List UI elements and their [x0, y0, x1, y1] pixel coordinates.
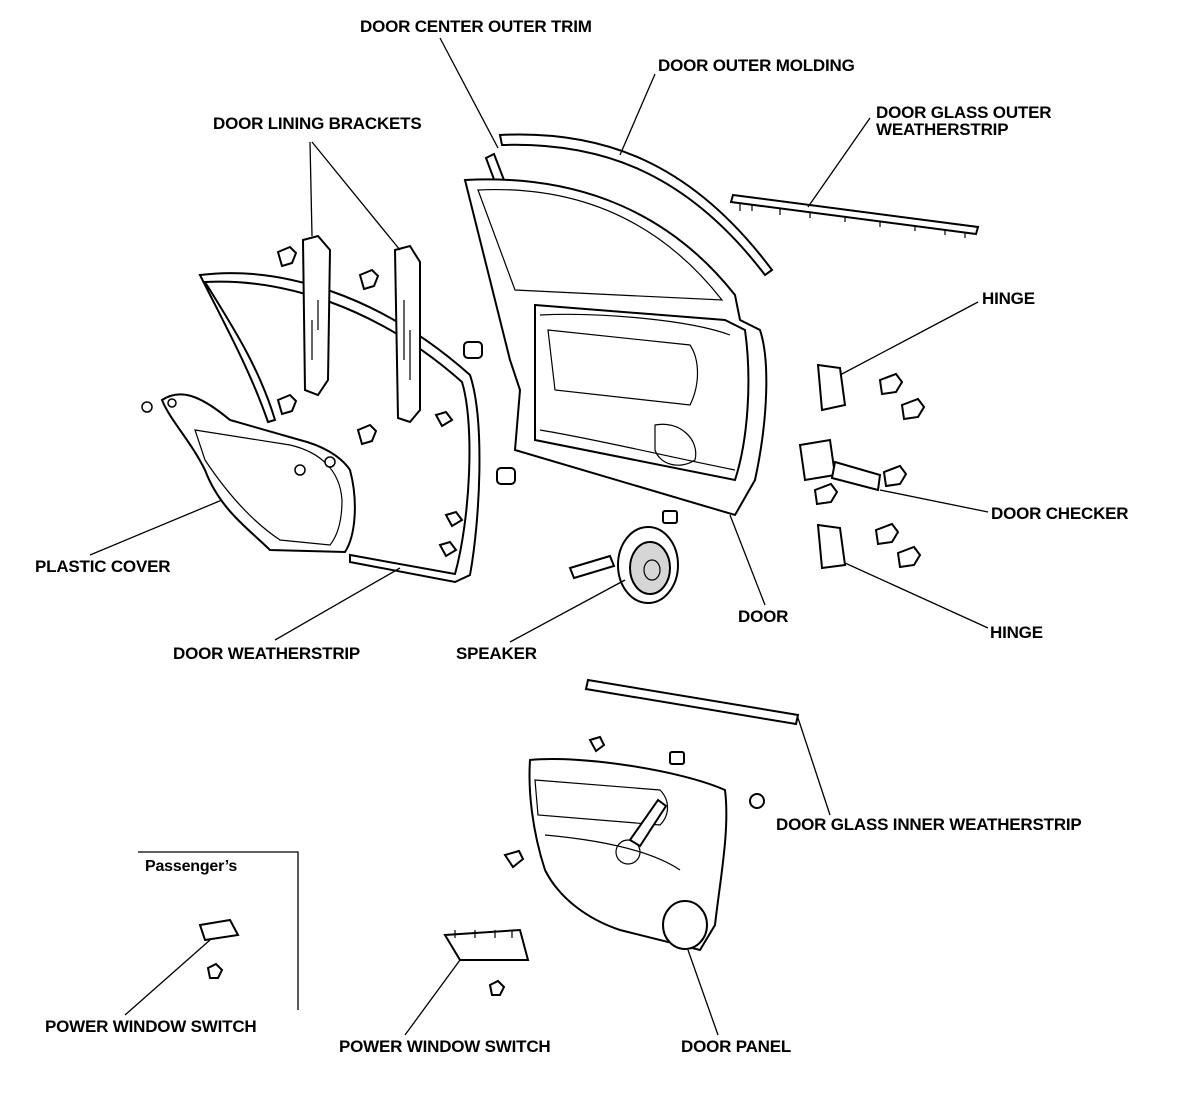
hinge-lower-part [816, 522, 922, 570]
label-door-checker: DOOR CHECKER [991, 504, 1129, 523]
power-window-switch-driver-part [443, 928, 530, 996]
passenger-box [138, 851, 299, 1010]
label-power-window-switch-passenger: POWER WINDOW SWITCH [45, 1017, 257, 1036]
plastic-cover [141, 393, 356, 554]
door-glass-inner-weatherstrip [584, 678, 800, 726]
door-panel-part [503, 735, 765, 952]
hinge-upper-part [816, 363, 926, 421]
label-door-glass-outer-weatherstrip-line2: WEATHERSTRIP [876, 120, 1009, 139]
label-speaker: SPEAKER [456, 644, 537, 663]
door-outer-molding [498, 133, 774, 277]
label-power-window-switch-driver: POWER WINDOW SWITCH [339, 1037, 551, 1056]
door-shell [463, 178, 768, 517]
label-door: DOOR [738, 607, 789, 626]
label-hinge-lower: HINGE [990, 623, 1043, 642]
label-door-glass-outer-weatherstrip-line1: DOOR GLASS OUTER [876, 103, 1052, 122]
label-hinge-upper: HINGE [982, 289, 1035, 308]
door-weatherstrip [198, 272, 481, 584]
speaker-part [568, 526, 679, 604]
label-door-outer-molding: DOOR OUTER MOLDING [658, 56, 855, 75]
label-door-center-outer-trim: DOOR CENTER OUTER TRIM [360, 17, 592, 36]
door-glass-outer-weatherstrip [729, 193, 980, 238]
label-door-lining-brackets: DOOR LINING BRACKETS [213, 114, 422, 133]
door-checker-part [798, 438, 908, 506]
label-door-panel: DOOR PANEL [681, 1037, 792, 1056]
label-door-weatherstrip: DOOR WEATHERSTRIP [173, 644, 361, 663]
door-lining-brackets [276, 234, 421, 446]
clips [434, 341, 678, 558]
label-door-glass-inner-weatherstrip: DOOR GLASS INNER WEATHERSTRIP [776, 815, 1082, 834]
label-passengers: Passenger’s [145, 858, 238, 875]
leader-lines [89, 37, 989, 1036]
label-plastic-cover: PLASTIC COVER [35, 557, 171, 576]
